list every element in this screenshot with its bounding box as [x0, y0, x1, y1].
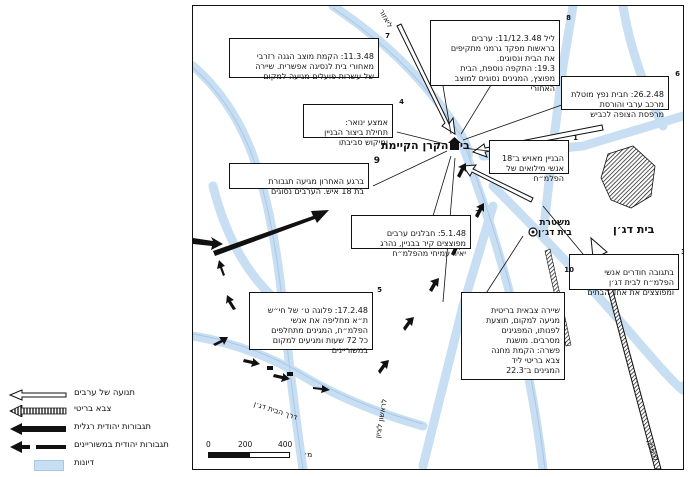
legend-item-british-army: צבא בריטי	[4, 404, 190, 418]
scale-bar: 0 200 400 מ׳	[206, 440, 313, 459]
place-police: משטרת בית דג׳ן	[538, 218, 572, 238]
police-station-icon	[528, 227, 538, 237]
scale-bar-fill	[208, 452, 250, 458]
jnf-house-icon	[448, 137, 461, 150]
british-army-arrow-icon	[9, 405, 67, 417]
armored-vehicle-icons	[267, 366, 293, 376]
legend-item-jewish-infantry: תגבורות יהודית רגלית	[4, 422, 190, 436]
note-3: 3בתגובה חודרים אנשי הפלמ״ח לבית דג׳ן ומפ…	[569, 248, 683, 297]
jewish-infantry-arrows	[193, 210, 329, 256]
legend-item-arab-movement: תנועה של ערבים	[4, 388, 190, 402]
beit-dagan-village	[600, 145, 656, 209]
legend-item-dunes: דיונות	[4, 458, 190, 472]
map-frame: בית הקרן הקיימת בית דג׳ן משטרת בית דג׳ן …	[192, 5, 684, 470]
jewish-armored-arrow-icon	[10, 441, 66, 453]
jewish-infantry-arrow-icon	[10, 423, 66, 435]
place-jnf-house: בית הקרן הקיימת	[381, 139, 470, 152]
dunes-swatch-icon	[34, 460, 64, 471]
legend-item-jewish-armored: תגבורות יהודית במשוריינים	[4, 440, 190, 454]
place-beit-dagan: בית דג׳ן	[613, 223, 655, 236]
arab-movement-arrow-icon	[8, 389, 67, 401]
